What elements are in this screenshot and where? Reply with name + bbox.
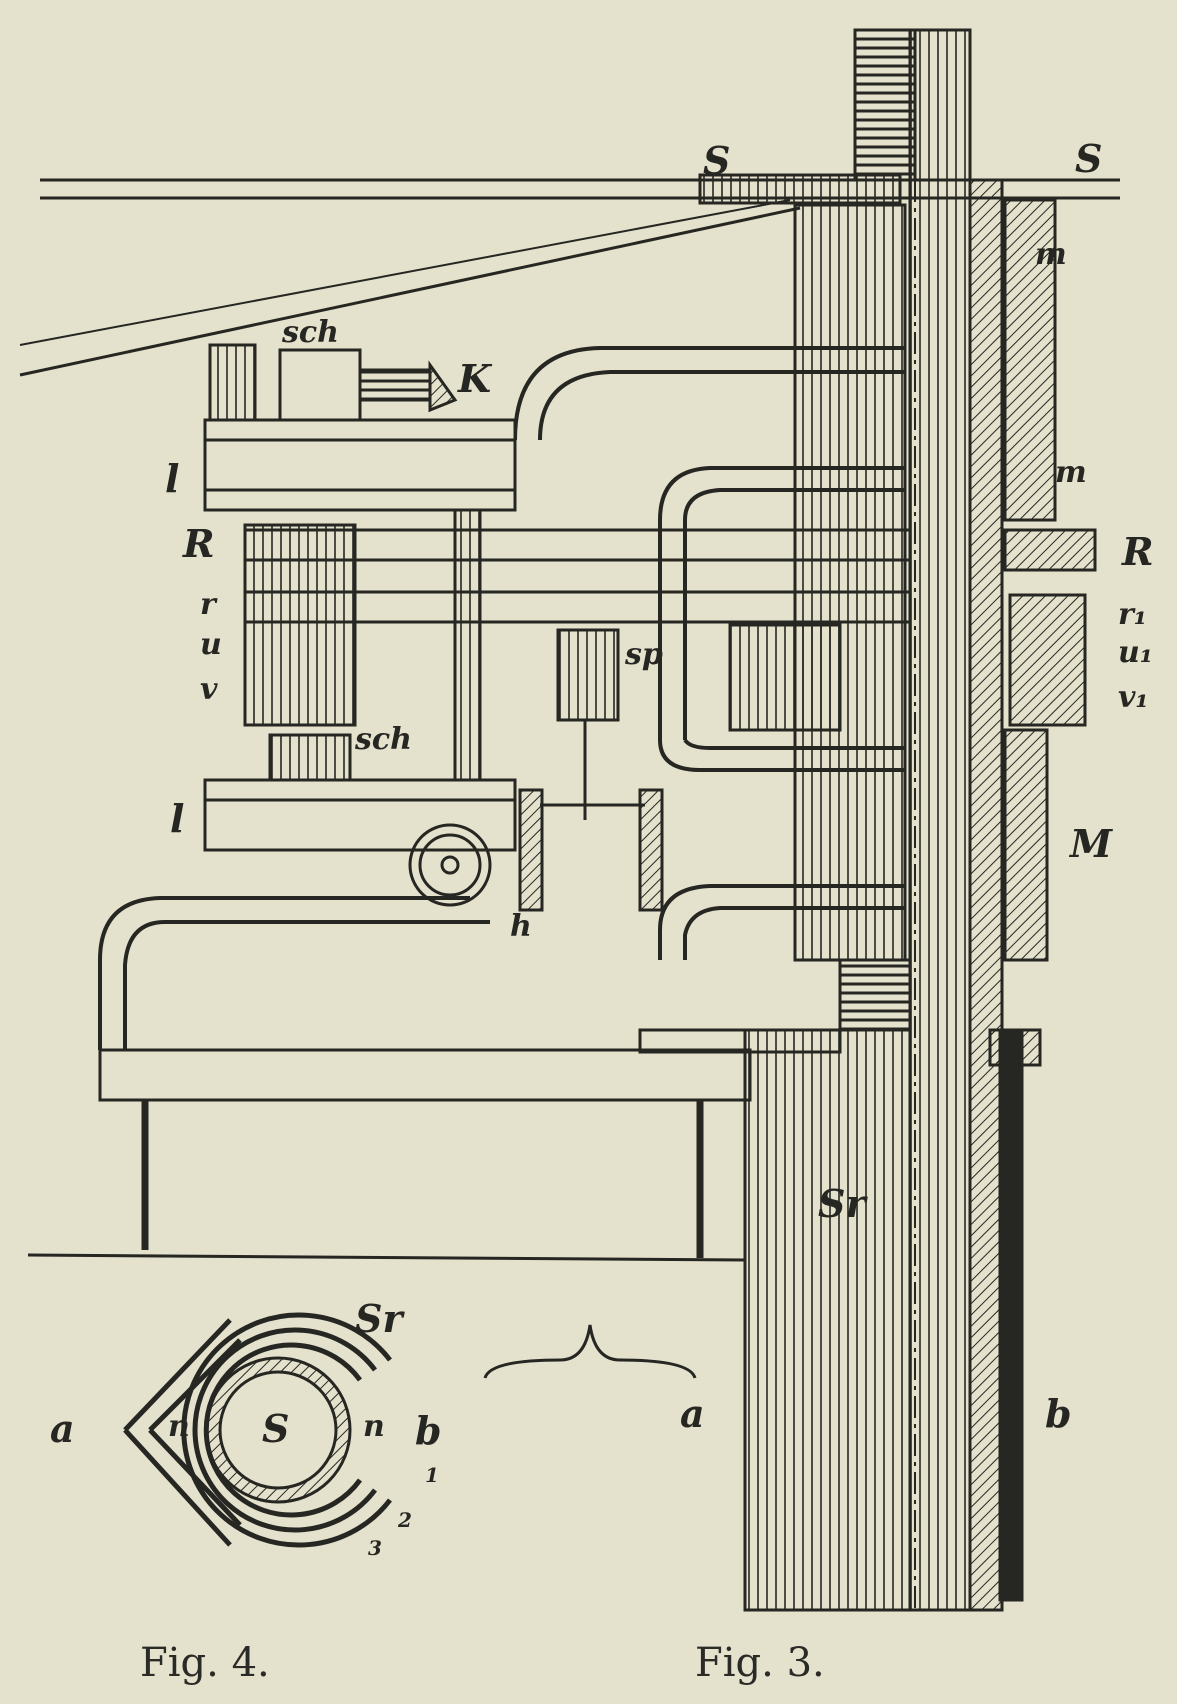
label-sch-bottom: sch <box>355 722 412 757</box>
label-S-right: S <box>1075 136 1103 181</box>
fig4-label-S: S <box>262 1406 290 1451</box>
base-platform <box>98 1048 752 1102</box>
fig4-label-b: b <box>415 1408 442 1453</box>
section-m <box>1003 198 1057 522</box>
block-l-top <box>203 418 517 512</box>
fig4-label-Sr: Sr <box>355 1296 403 1341</box>
label-v: v <box>200 672 218 707</box>
fig4-label-1: 1 <box>425 1463 439 1487</box>
label-r: r <box>200 587 216 622</box>
label-v1: v₁ <box>1118 680 1149 715</box>
fig4-label-2: 2 <box>398 1508 412 1532</box>
fig4-label-n-left: n <box>168 1409 190 1444</box>
spool-sp <box>556 628 620 722</box>
label-m-bottom: m <box>1055 455 1087 490</box>
box-sch <box>278 348 362 422</box>
block-l-bottom <box>203 778 517 852</box>
label-h: h <box>510 909 532 944</box>
label-R-right: R <box>1122 529 1154 574</box>
spindle-thread-lower <box>838 958 912 1032</box>
label-K: K <box>458 356 492 401</box>
arms <box>98 346 905 1050</box>
fig3-caption: Fig. 3. <box>695 1640 825 1686</box>
label-l-bottom: l <box>170 796 185 841</box>
label-u: u <box>200 627 222 662</box>
label-a: a <box>680 1391 705 1436</box>
column-upper <box>793 203 907 962</box>
label-l-top: l <box>165 456 180 501</box>
rack <box>968 178 1004 1612</box>
fig4-label-3: 3 <box>368 1536 382 1560</box>
spindle <box>908 28 972 1612</box>
fig4-caption: Fig. 4. <box>140 1640 270 1686</box>
fig4-section <box>123 1312 392 1548</box>
reel-left <box>243 523 357 727</box>
reel-right <box>728 623 842 732</box>
label-r1: r₁ <box>1118 597 1147 632</box>
fig4-label-a: a <box>50 1406 75 1451</box>
label-sp: sp <box>625 637 663 672</box>
fig4-label-n-right: n <box>363 1409 385 1444</box>
label-sch-top: sch <box>282 315 339 350</box>
wheel-h <box>408 823 492 907</box>
label-b: b <box>1045 1391 1072 1436</box>
label-u1: u₁ <box>1118 635 1153 670</box>
label-m-top: m <box>1035 237 1067 272</box>
ground-line <box>27 1253 746 1262</box>
label-S-left: S <box>703 138 731 183</box>
label-M: M <box>1070 821 1113 866</box>
column-Sr <box>743 1028 912 1612</box>
label-Sr: Sr <box>818 1181 866 1226</box>
label-R-left: R <box>183 521 215 566</box>
spindle-thread-top <box>853 28 917 182</box>
